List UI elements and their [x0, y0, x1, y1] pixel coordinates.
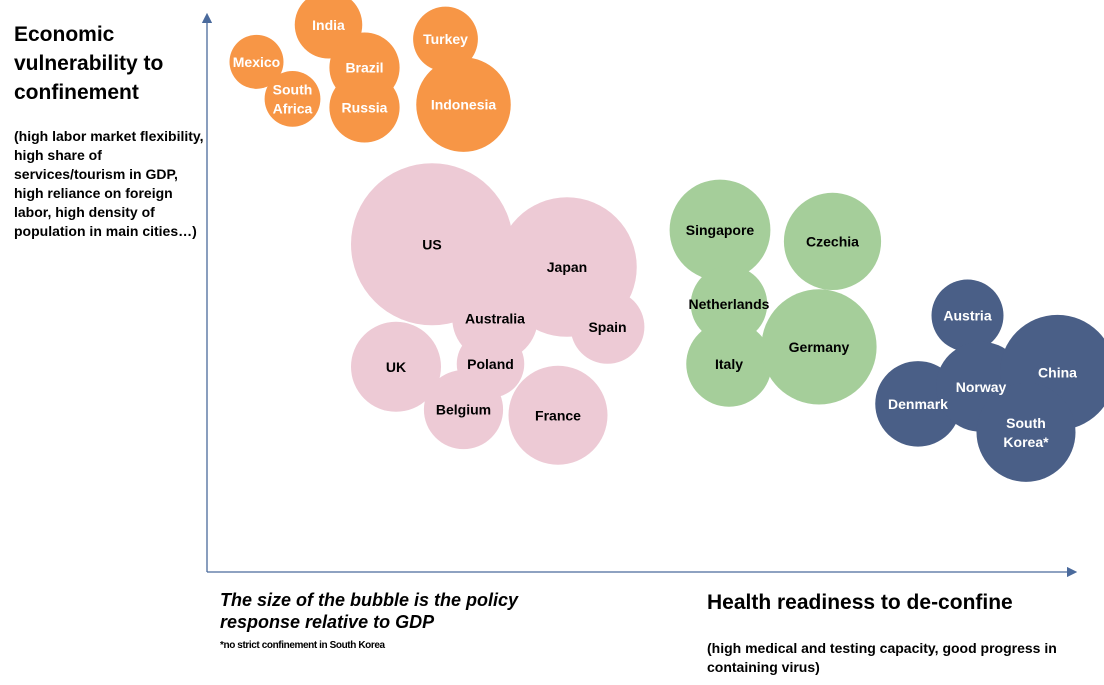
bubble-label-czechia: Czechia — [806, 233, 859, 249]
bubble-label-spain: Spain — [588, 319, 626, 335]
bubble-size-note: The size of the bubble is the policy res… — [220, 590, 519, 632]
bubble-mexico — [229, 34, 284, 89]
x-axis-title: Health readiness to de-confine — [707, 591, 1013, 614]
bubble-label-russia: Russia — [342, 99, 388, 115]
bubble-russia — [329, 72, 400, 143]
bubble-italy — [686, 321, 772, 407]
bubble-label-india: India — [312, 17, 345, 33]
bubble-label-belgium: Belgium — [436, 402, 491, 418]
bubble-france — [508, 365, 608, 465]
y-axis-note: (high labor market flexibility, high sha… — [14, 128, 204, 239]
bubble-label-australia: Australia — [465, 310, 525, 326]
bubble-label-italy: Italy — [715, 356, 743, 372]
bubble-label-norway: Norway — [956, 379, 1007, 395]
bubble-label-us: US — [422, 236, 441, 252]
bubble-label-uk: UK — [386, 359, 406, 375]
bubble-label-china: China — [1038, 365, 1077, 381]
bubble-label-indonesia: Indonesia — [431, 97, 497, 113]
bubble-label-austria: Austria — [943, 308, 991, 324]
bubble-label-mexico: Mexico — [233, 54, 280, 70]
x-axis-note: (high medical and testing capacity, good… — [707, 640, 1057, 675]
bubble-label-brazil: Brazil — [345, 60, 383, 76]
bubble-czechia — [783, 192, 882, 290]
bubble-belgium — [423, 369, 504, 450]
bubble-south-korea — [976, 382, 1076, 482]
bubble-indonesia — [416, 57, 511, 152]
footnote: *no strict confinement in South Korea — [220, 640, 385, 651]
bubble-label-france: France — [535, 407, 581, 423]
bubble-singapore — [669, 179, 771, 281]
bubble-label-turkey: Turkey — [423, 31, 468, 47]
bubble-uk — [351, 321, 441, 412]
bubble-spain — [570, 290, 645, 364]
bubble-label-singapore: Singapore — [686, 222, 755, 238]
bubble-turkey — [413, 6, 478, 72]
bubble-label-netherlands: Netherlands — [689, 296, 770, 312]
bubble-germany — [761, 289, 877, 405]
bubble-label-japan: Japan — [547, 259, 587, 275]
bubble-label-poland: Poland — [467, 356, 514, 372]
bubble-label-denmark: Denmark — [888, 396, 948, 412]
bubble-label-germany: Germany — [789, 339, 850, 355]
y-axis-title: Economic vulnerability to confinement — [14, 23, 164, 104]
bubble-netherlands — [690, 265, 768, 343]
bubble-austria — [931, 279, 1004, 352]
bubble-south-africa — [264, 71, 321, 127]
